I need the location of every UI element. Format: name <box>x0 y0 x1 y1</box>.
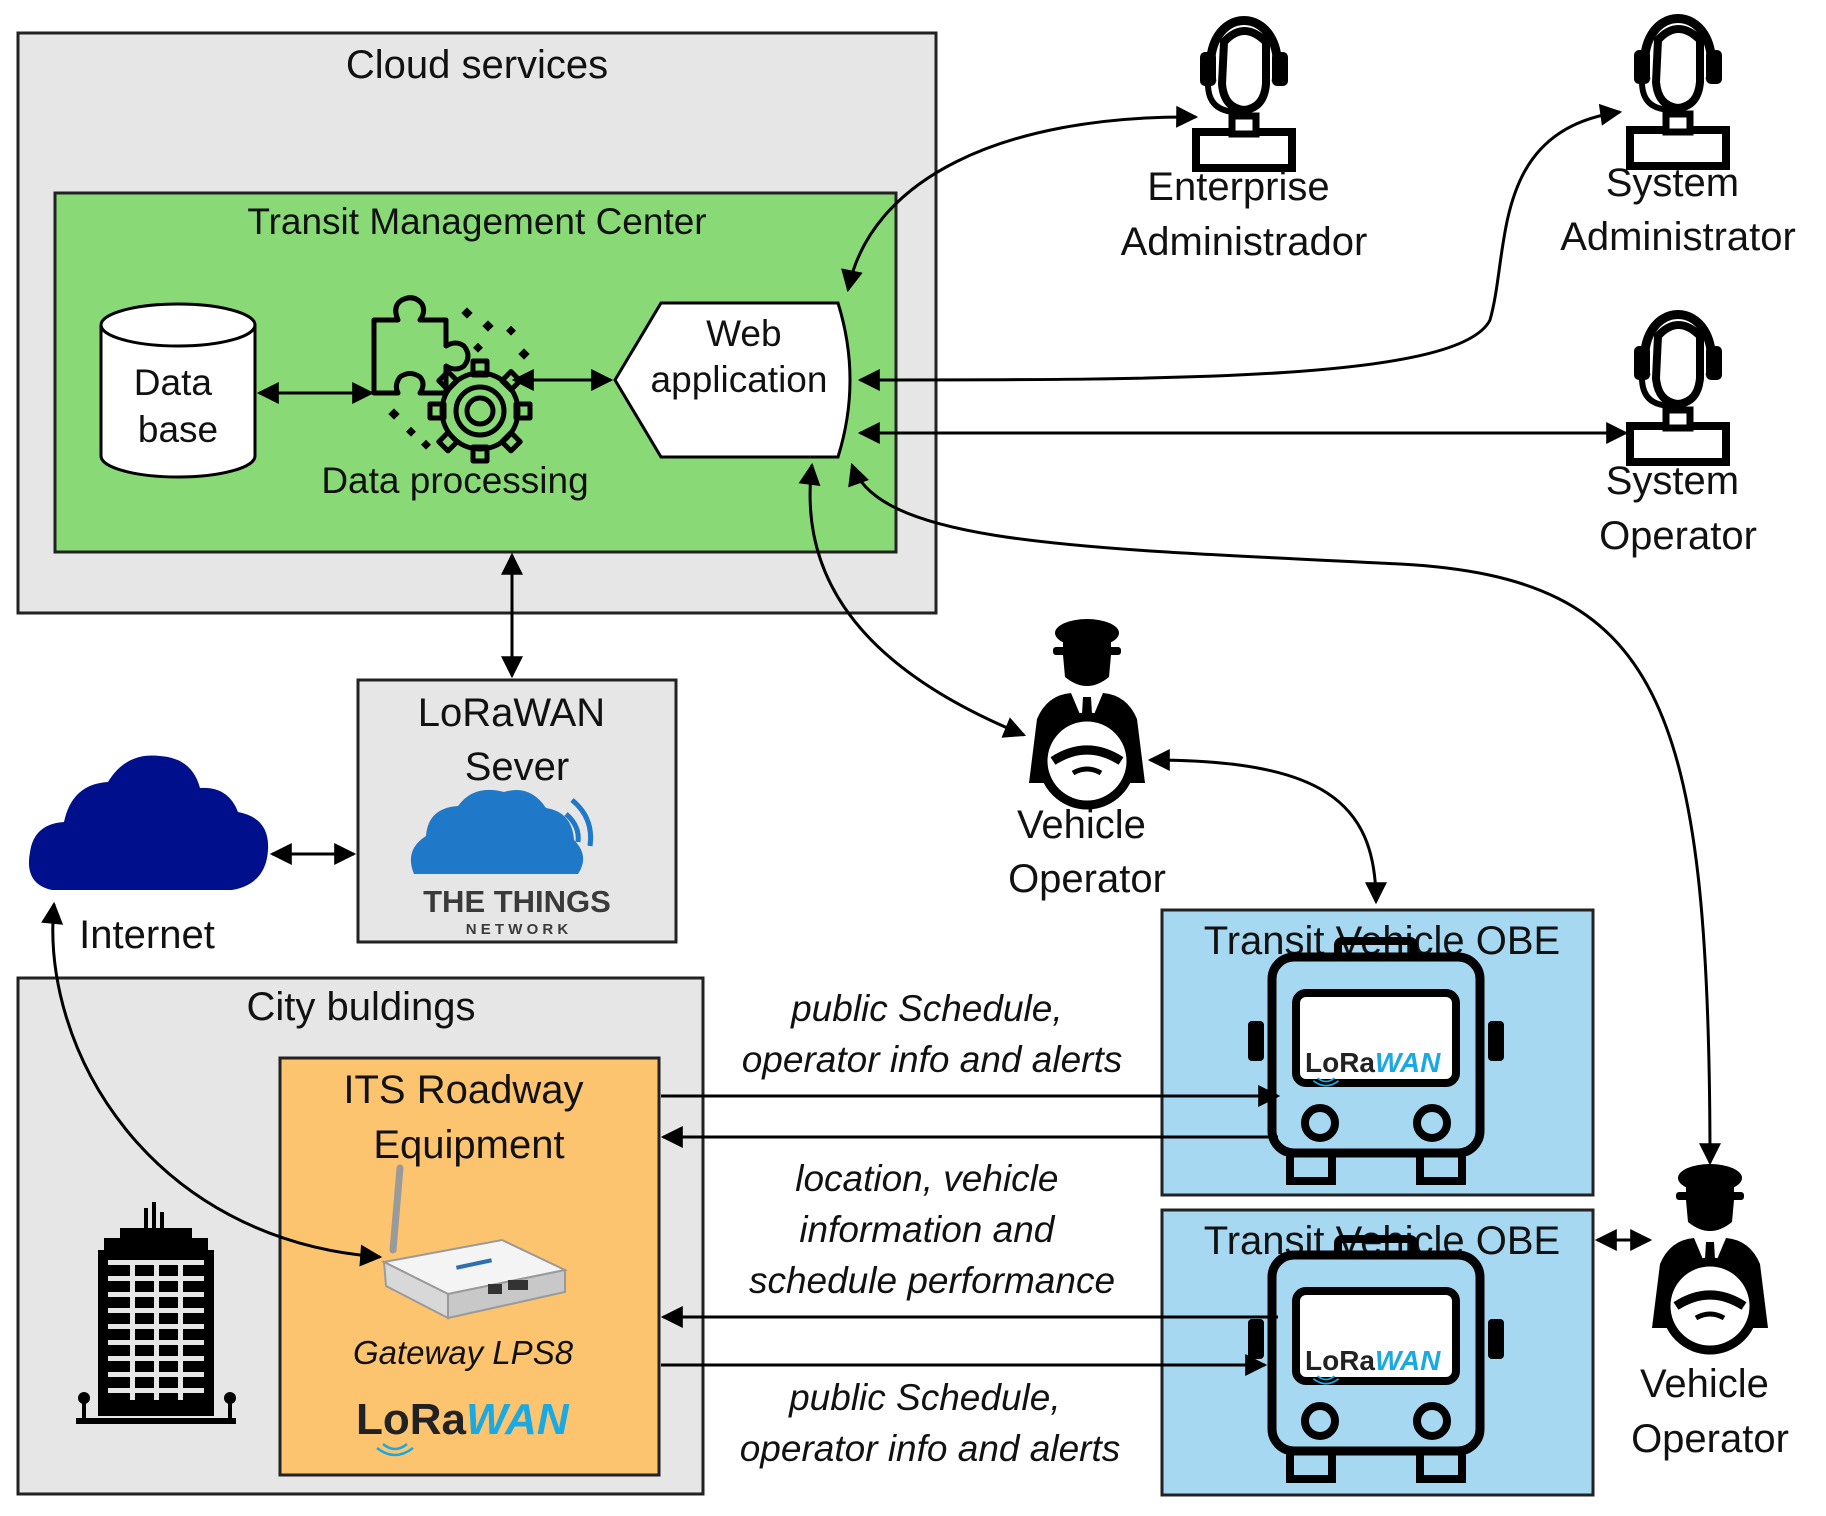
enterprise-admin-label: Enterprise Administrador <box>1121 165 1368 264</box>
vehicle-operator-1-label: Vehicle Operator <box>1008 803 1166 901</box>
flow-label-middle: location, vehicle information and schedu… <box>749 1158 1115 1301</box>
flow-label-top: public Schedule, operator info and alert… <box>742 988 1123 1080</box>
vehicle-operator-2-label: Vehicle Operator <box>1631 1362 1789 1461</box>
ttn-logo-sub: N E T W O R K <box>466 921 569 938</box>
arrow-webapp-vehicle-operator-2 <box>848 462 1721 1166</box>
internet-label: Internet <box>79 913 215 957</box>
building-icon <box>76 1202 236 1424</box>
ttn-logo-main: THE THINGS <box>423 884 611 919</box>
flow-label-bottom: public Schedule, operator info and alert… <box>740 1377 1121 1469</box>
svg-text:WAN: WAN <box>1375 1047 1441 1078</box>
svg-text:LoRa: LoRa <box>1305 1047 1375 1078</box>
vehicle-operator-2-driver-icon <box>1652 1164 1768 1350</box>
svg-text:LoRa: LoRa <box>1305 1345 1375 1376</box>
system-admin-headset-icon <box>1630 19 1726 167</box>
sparkle-dots <box>388 307 530 450</box>
city-buildings-title: City buldings <box>246 985 475 1029</box>
ttn-cloud-icon <box>410 789 594 874</box>
system-operator-headset-icon <box>1630 315 1726 463</box>
internet-cloud-icon <box>28 755 269 890</box>
its-lorawan-logo-icon: LoRa WAN <box>356 1395 570 1457</box>
bus-2-lorawan-logo-icon: LoRa WAN <box>1305 1345 1441 1385</box>
enterprise-admin-headset-icon <box>1196 21 1292 169</box>
arrow-webapp-system-admin <box>857 103 1623 391</box>
data-processing-label: Data processing <box>321 460 588 501</box>
svg-text:WAN: WAN <box>1375 1345 1441 1376</box>
lorawan-server-title: LoRaWAN Sever <box>418 691 617 789</box>
tmc-title: Transit Management Center <box>247 201 706 242</box>
web-app-shape <box>613 301 852 459</box>
connector-arrows <box>41 103 1721 1376</box>
puzzle-gear-icon <box>371 295 533 464</box>
its-roadway-title: ITS Roadway Equipment <box>343 1068 594 1167</box>
svg-text:LoRa: LoRa <box>356 1395 467 1444</box>
cloud-services-title: Cloud services <box>346 43 608 87</box>
database-cylinder-icon <box>99 302 257 479</box>
gateway-label: Gateway LPS8 <box>353 1334 574 1371</box>
vehicle-operator-1-driver-icon <box>1029 619 1145 805</box>
arrow-internet-gateway <box>41 901 383 1267</box>
system-admin-label: System Administrator <box>1560 161 1796 259</box>
database-label: Data base <box>134 362 222 450</box>
arrow-vehicle-operator-1-obe-1 <box>1147 749 1387 905</box>
system-operator-label: System Operator <box>1599 459 1757 558</box>
svg-text:WAN: WAN <box>466 1395 570 1444</box>
web-app-label: Web application <box>651 313 828 400</box>
router-icon <box>380 1164 569 1320</box>
